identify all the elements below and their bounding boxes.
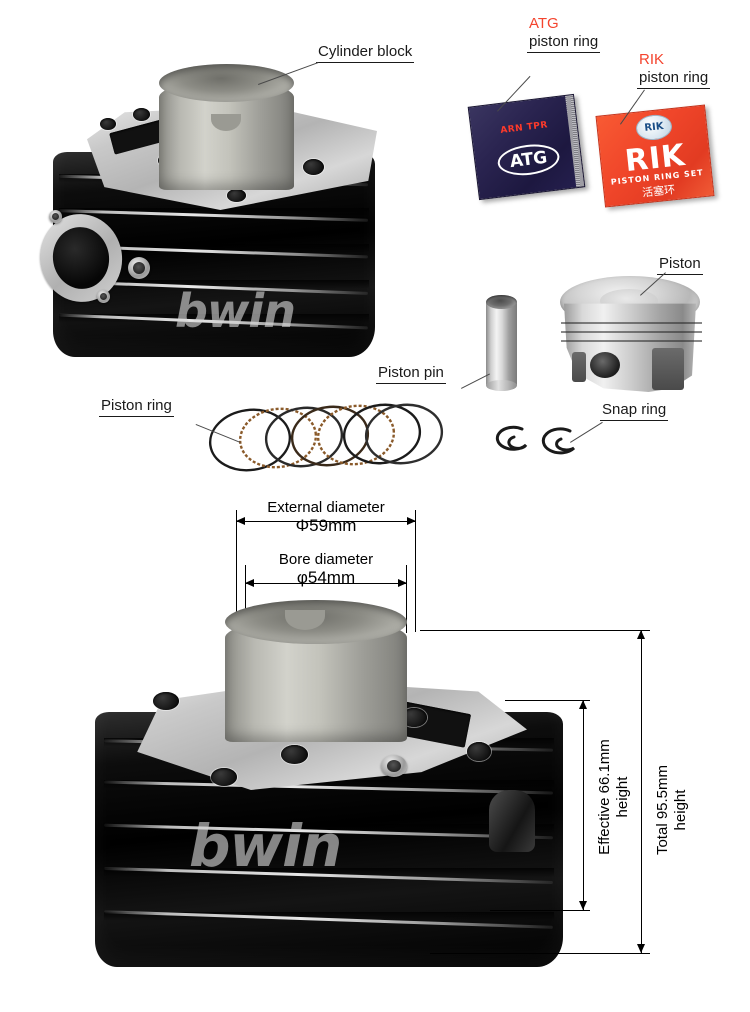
callout-snap-ring: Snap ring — [600, 401, 669, 421]
ext-line-effective-bottom — [490, 910, 590, 911]
flange-stud-hole — [52, 213, 59, 220]
callout-atg-sub: piston ring — [529, 32, 599, 50]
callout-piston-ring-label: Piston ring — [101, 397, 172, 414]
ext-line-total-bottom — [430, 953, 650, 954]
callout-atg-brand: ATG — [529, 15, 559, 32]
piston-pin-opening — [486, 295, 517, 309]
cylinder-block-top: bwin — [32, 62, 395, 392]
ext-line-effective-top — [505, 700, 590, 701]
stud-hole — [100, 118, 116, 130]
dim-line-effective-height — [583, 700, 584, 910]
callout-rik-brand: RIK — [639, 51, 665, 68]
sleeve-notch — [211, 114, 241, 131]
atg-piston-ring-box: ARN TPR ATG — [467, 93, 586, 201]
callout-underline — [600, 419, 669, 421]
cylinder-block-bottom: bwin — [85, 600, 585, 980]
snap-ring-set — [495, 425, 576, 455]
flange-stud-hole — [100, 293, 107, 300]
atg-arn-text: ARN TPR — [499, 120, 549, 137]
oil-passage-hole — [133, 262, 145, 274]
rik-piston-ring-box: RIK RIK PISTON RING SET 活塞环 — [595, 104, 715, 208]
ext-line-external-right — [415, 510, 416, 632]
dim-bore-diameter-label: Bore diameter — [278, 551, 374, 568]
piston-pin-bore — [590, 352, 620, 378]
arrow-left — [236, 517, 245, 525]
stud-hole — [467, 742, 491, 761]
stud-hole — [303, 159, 324, 175]
callout-piston: Piston — [657, 255, 703, 275]
callout-underline — [657, 273, 703, 275]
dim-total-height-value: Total 95.5mm — [654, 764, 671, 856]
callout-piston-ring: Piston ring — [99, 397, 174, 417]
piston-ring-groove — [560, 322, 702, 324]
callout-piston-label: Piston — [659, 255, 701, 272]
callout-underline — [527, 51, 601, 53]
dim-external-diameter: External diameter Φ59mm — [236, 499, 416, 535]
stud-hole — [211, 768, 237, 786]
dim-total-height: Total 95.5mm — [654, 710, 671, 910]
oil-passage-hole — [387, 760, 401, 772]
piston-ring-groove — [560, 331, 702, 333]
atg-logo: ATG — [495, 141, 562, 179]
sleeve-notch — [285, 610, 325, 630]
callout-cylinder-block-label: Cylinder block — [318, 43, 413, 60]
piston-pin-body — [486, 301, 517, 387]
callout-rik-sub: piston ring — [639, 68, 709, 86]
arrow-down — [637, 944, 645, 953]
dim-bore-diameter: Bore diameter φ54mm — [245, 551, 407, 587]
callout-piston-pin: Piston pin — [376, 364, 446, 384]
dim-external-diameter-value: Φ59mm — [295, 515, 357, 535]
stud-hole — [133, 108, 150, 121]
ext-line-external-left — [236, 510, 237, 632]
callout-snap-ring-label: Snap ring — [602, 401, 667, 418]
callout-underline — [316, 61, 415, 63]
callout-underline — [99, 415, 174, 417]
cylinder-bore-opening — [159, 64, 294, 102]
dim-bore-diameter-value: φ54mm — [296, 567, 356, 587]
arrow-down — [579, 901, 587, 910]
piston-ring-groove — [560, 340, 702, 342]
stud-hole — [401, 708, 427, 727]
rik-seal-logo: RIK — [634, 113, 674, 142]
dim-effective-height: Effective 66.1mm — [596, 694, 613, 900]
ext-line-total-top — [420, 630, 650, 631]
dim-total-height-word: height — [672, 789, 689, 831]
dim-line-total-height — [641, 630, 642, 953]
dim-effective-height-word: height — [614, 776, 631, 818]
stud-hole — [153, 692, 179, 710]
arrow-left — [245, 579, 254, 587]
stud-hole — [227, 189, 246, 202]
callout-underline — [376, 382, 446, 384]
piston-skirt-shadow — [572, 352, 586, 382]
dim-effective-height-value: Effective 66.1mm — [596, 739, 613, 855]
piston-pin-end — [486, 380, 517, 391]
arrow-right — [407, 517, 416, 525]
arrow-right — [398, 579, 407, 587]
piston-pin-assembly — [483, 295, 521, 391]
callout-rik: RIK piston ring — [637, 51, 711, 89]
callout-cylinder-block: Cylinder block — [316, 43, 415, 63]
arrow-up — [637, 630, 645, 639]
callout-underline — [637, 87, 711, 89]
ext-line-bore-right — [406, 565, 407, 633]
arrow-up — [579, 700, 587, 709]
dim-line-external-diameter — [236, 521, 416, 522]
box-edge — [565, 94, 586, 188]
piston-skirt-shadow — [652, 348, 684, 390]
ext-line-bore-left — [245, 565, 246, 633]
piston-ring-set — [208, 403, 444, 472]
dim-external-diameter-label: External diameter — [267, 499, 385, 516]
callout-atg: ATG piston ring — [527, 15, 601, 53]
callout-piston-pin-label: Piston pin — [378, 364, 444, 381]
stud-hole — [281, 745, 308, 764]
chain-tensioner-boss — [489, 790, 535, 852]
dim-line-bore-diameter — [245, 583, 407, 584]
piston-assembly — [556, 276, 706, 398]
